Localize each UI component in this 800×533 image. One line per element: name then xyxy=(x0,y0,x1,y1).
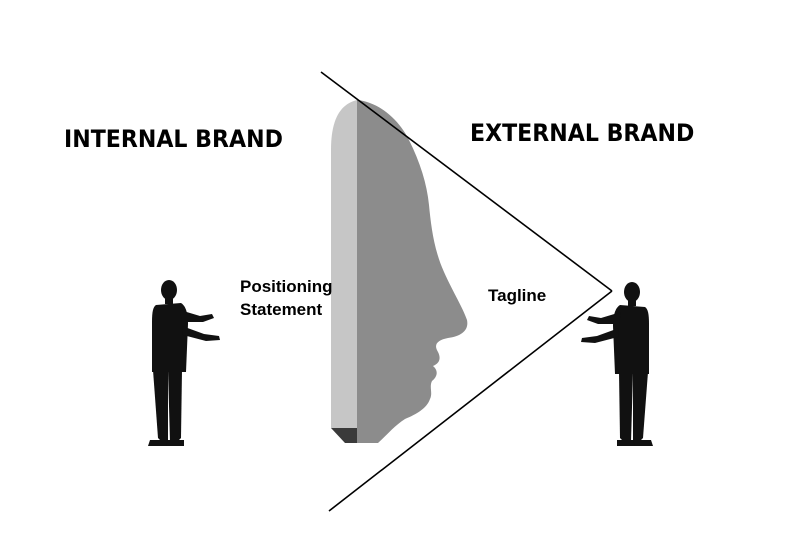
external-brand-heading: EXTERNAL BRAND xyxy=(470,119,695,147)
positioning-statement-label: Positioning Statement xyxy=(240,277,333,319)
projection-line-top xyxy=(320,71,613,292)
internal-brand-heading: INTERNAL BRAND xyxy=(64,125,283,153)
mask-bottom-bevel xyxy=(331,428,357,443)
mask-side-panel xyxy=(331,100,357,428)
face-mask-icon xyxy=(357,100,468,443)
right-person-silhouette-icon xyxy=(581,282,653,446)
projection-line-bottom xyxy=(328,290,613,512)
tagline-label: Tagline xyxy=(488,286,547,305)
left-person-silhouette-icon xyxy=(148,280,220,446)
